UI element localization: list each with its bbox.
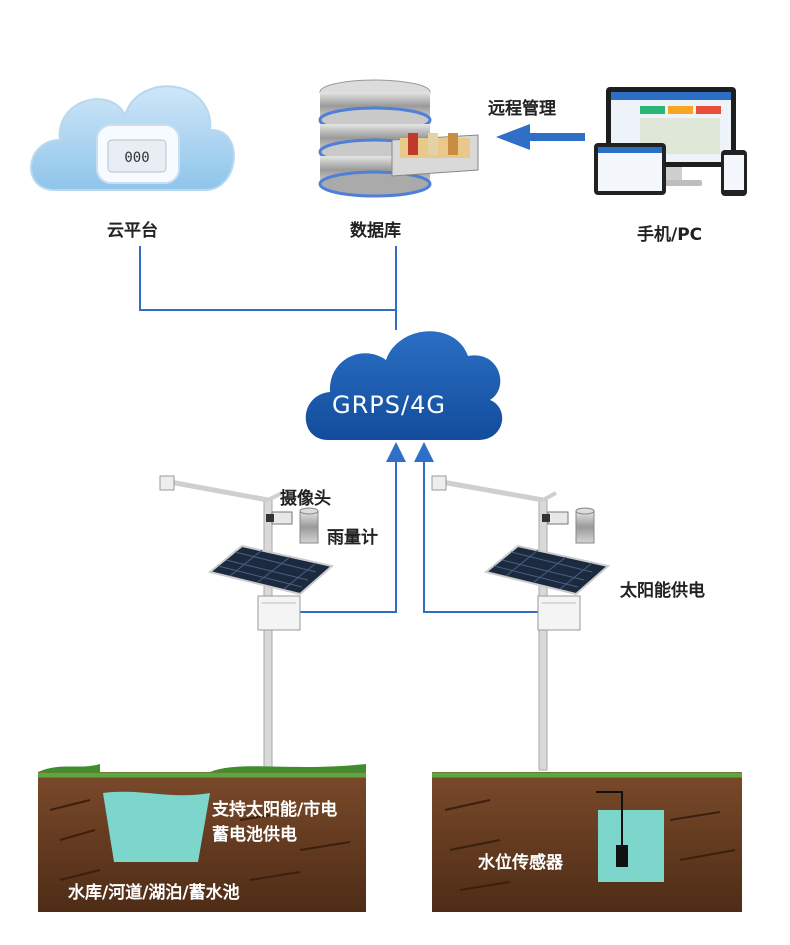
right-rain-gauge-icon (575, 507, 595, 544)
water-level-sensor-label: 水位传感器 (478, 853, 563, 873)
remote-arrow (496, 124, 585, 150)
platform-link-line (139, 246, 396, 311)
network-cloud-shape (305, 331, 503, 440)
water-level-sensor-icon (596, 791, 628, 867)
left-camera-icon (266, 511, 293, 525)
device-icon (594, 87, 747, 196)
remote-management-label: 远程管理 (488, 99, 556, 119)
left-water-body (103, 791, 210, 862)
rain-gauge-icon (299, 507, 319, 544)
right-monitoring-pole (431, 475, 557, 771)
database-icon (318, 79, 479, 198)
right-camera-icon (542, 511, 569, 525)
rain-gauge-label: 雨量计 (327, 528, 378, 548)
device-label: 手机/PC (637, 225, 703, 245)
camera-label: 摄像头 (280, 489, 331, 509)
right-uplink-line (414, 442, 540, 613)
power-support-label: 支持太阳能/市电 (212, 800, 338, 820)
cloud-platform-label: 云平台 (107, 221, 158, 241)
network-label: GRPS/4G (332, 391, 446, 419)
database-label: 数据库 (350, 221, 401, 241)
right-water-well (598, 810, 664, 882)
right-control-box (537, 595, 581, 631)
left-uplink-line (300, 442, 406, 613)
right-solar-panel (483, 544, 611, 596)
left-control-box (257, 595, 301, 631)
right-soil-block (432, 772, 742, 912)
battery-label: 蓄电池供电 (212, 825, 297, 845)
left-solar-panel (207, 544, 335, 596)
svg-text:000: 000 (124, 150, 149, 166)
cloud-platform-icon: 000 (30, 85, 235, 191)
water-body-label: 水库/河道/湖泊/蓄水池 (68, 883, 240, 903)
solar-power-label: 太阳能供电 (620, 581, 705, 601)
